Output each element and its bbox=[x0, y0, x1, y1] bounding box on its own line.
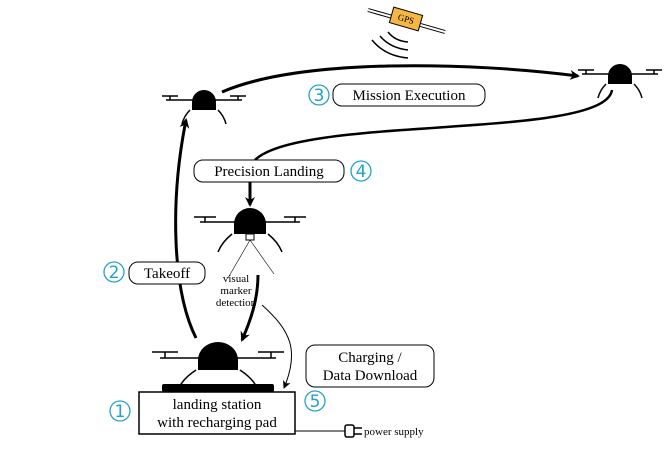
landing-pad-icon bbox=[162, 384, 274, 392]
charging-label-line2: Data Download bbox=[323, 368, 418, 384]
visual-marker-line3: detection bbox=[216, 297, 257, 309]
step-4: 4 bbox=[350, 160, 372, 182]
step-2: 2 bbox=[103, 261, 125, 283]
landing-station-box bbox=[138, 391, 296, 435]
mission-execution-box bbox=[332, 83, 486, 107]
charging-box bbox=[305, 344, 435, 388]
svg-text:4: 4 bbox=[356, 162, 367, 182]
return-path bbox=[254, 89, 614, 161]
precision-landing-box bbox=[193, 159, 345, 183]
flight-paths bbox=[174, 64, 614, 389]
step-5: 5 bbox=[304, 390, 326, 412]
camera-icon bbox=[245, 233, 255, 241]
gps-panel bbox=[388, 6, 424, 32]
svg-text:3: 3 bbox=[314, 86, 325, 106]
step-3: 3 bbox=[308, 84, 330, 106]
svg-text:2: 2 bbox=[109, 263, 120, 283]
drone-icon bbox=[578, 64, 662, 99]
mission-execution-label: Mission Execution bbox=[353, 88, 466, 104]
charging-label-line1: Charging / bbox=[338, 350, 402, 366]
precision-landing-label: Precision Landing bbox=[214, 164, 324, 180]
drone-icon bbox=[152, 342, 284, 387]
visual-marker-line2: marker bbox=[220, 285, 251, 297]
takeoff-box bbox=[128, 261, 206, 285]
svg-text:5: 5 bbox=[310, 392, 321, 412]
plug-icon bbox=[344, 424, 362, 438]
takeoff-label: Takeoff bbox=[144, 266, 190, 282]
visual-marker-line1: visual bbox=[223, 273, 249, 285]
mission-path-arrow bbox=[221, 64, 580, 94]
detection-connector bbox=[261, 304, 293, 389]
drone-icon bbox=[194, 208, 306, 279]
final-descent-arrow bbox=[240, 274, 260, 342]
power-supply-label: power supply bbox=[364, 426, 424, 438]
satellite-label: GPS bbox=[397, 12, 416, 26]
step-1: 1 bbox=[109, 400, 131, 422]
svg-text:1: 1 bbox=[115, 402, 126, 422]
station-label-line2: with recharging pad bbox=[157, 415, 277, 431]
takeoff-arrow bbox=[174, 118, 198, 339]
station-label-line1: landing station bbox=[173, 397, 262, 413]
satellite-icon: GPS bbox=[367, 6, 446, 59]
drone-icon bbox=[162, 90, 246, 125]
